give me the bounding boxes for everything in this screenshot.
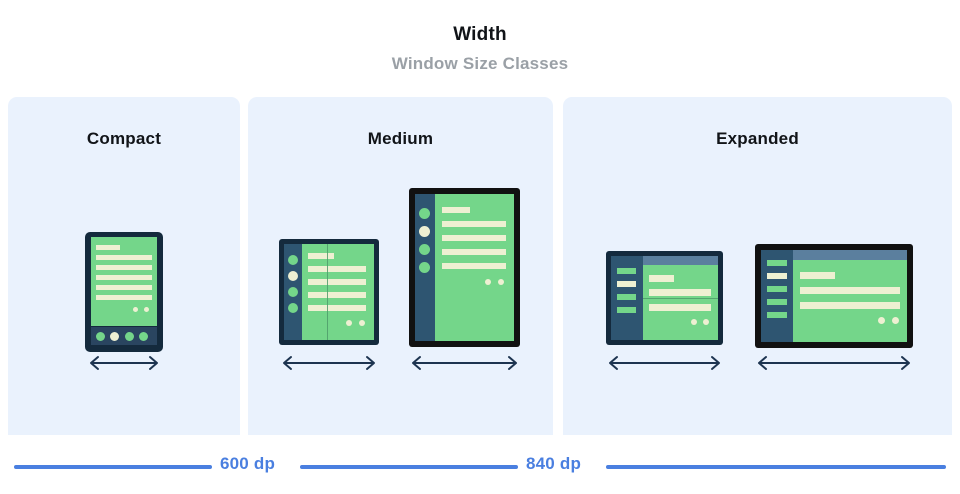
width-arrow-expanded-tablet <box>755 355 913 371</box>
width-arrow-expanded-foldable <box>606 355 723 371</box>
ruler-segment-expanded <box>606 465 946 469</box>
content-line <box>649 304 711 311</box>
foldable-nav-rail <box>284 244 302 340</box>
content-dot <box>892 317 899 324</box>
rail-dot <box>288 287 298 297</box>
content-line <box>96 285 152 290</box>
rail-dot <box>419 208 430 219</box>
content-line <box>649 275 674 282</box>
device-medium-tablet <box>409 188 520 347</box>
breakpoint-label-600: 600 dp <box>220 454 276 473</box>
content-dot <box>498 279 504 285</box>
fold-crease-horizontal <box>643 298 718 299</box>
device-compact-phone <box>85 232 163 352</box>
content-line <box>800 302 900 309</box>
page-subtitle: Window Size Classes <box>391 54 569 73</box>
content-dot <box>346 320 352 326</box>
ruler-segment-medium <box>300 465 518 469</box>
phone-screen <box>91 237 157 326</box>
ruler-segment-compact <box>14 465 212 469</box>
rail-dot <box>419 244 430 255</box>
content-line <box>308 253 334 259</box>
content-line <box>96 275 152 280</box>
rail-bar-active <box>617 281 636 287</box>
content-line <box>442 221 506 227</box>
content-line <box>96 255 152 260</box>
rail-bar <box>767 260 787 266</box>
rail-bar <box>767 286 787 292</box>
rail-dot <box>288 303 298 313</box>
content-line <box>442 263 506 269</box>
breakpoint-ruler: 600 dp 840 dp <box>0 452 960 482</box>
width-arrow-compact <box>87 355 161 371</box>
content-dot <box>359 320 365 326</box>
panel-label-expanded: Expanded <box>716 129 799 148</box>
nav-dot <box>125 332 134 341</box>
content-line <box>308 305 366 311</box>
tablet-screen <box>435 194 514 341</box>
page-title: Width <box>453 24 507 45</box>
rail-bar <box>767 299 787 305</box>
rail-bar <box>617 268 636 274</box>
content-line <box>308 266 366 272</box>
foldable-nav-rail <box>611 256 643 340</box>
content-dot <box>691 319 697 325</box>
content-dot <box>703 319 709 325</box>
breakpoint-label-840: 840 dp <box>526 454 582 473</box>
rail-dot <box>419 262 430 273</box>
nav-dot <box>96 332 105 341</box>
rail-dot <box>288 255 298 265</box>
fold-crease-vertical <box>327 244 328 340</box>
phone-nav-bar <box>91 327 157 345</box>
panel-expanded: Expanded <box>563 97 952 435</box>
content-line <box>96 245 120 250</box>
content-line <box>442 235 506 241</box>
content-line <box>96 295 152 300</box>
rail-dot-active <box>288 271 298 281</box>
rail-bar-active <box>767 273 787 279</box>
app-top-bar <box>643 256 718 265</box>
width-arrow-medium-foldable <box>280 355 378 371</box>
rail-bar <box>767 312 787 318</box>
device-medium-foldable <box>279 239 379 345</box>
content-line <box>308 292 366 298</box>
panel-label-medium: Medium <box>367 129 434 148</box>
content-line <box>800 287 900 294</box>
device-expanded-tablet <box>755 244 913 348</box>
content-dot <box>485 279 491 285</box>
content-line <box>442 207 470 213</box>
foldable-screen <box>643 256 718 340</box>
content-dot <box>133 307 138 312</box>
width-arrow-medium-tablet <box>409 355 520 371</box>
rail-bar <box>617 307 636 313</box>
nav-dot <box>139 332 148 341</box>
rail-dot-active <box>419 226 430 237</box>
foldable-screen <box>302 244 374 340</box>
tablet-nav-rail <box>761 250 793 342</box>
content-dot <box>878 317 885 324</box>
panel-label-compact: Compact <box>86 129 162 148</box>
rail-bar <box>617 294 636 300</box>
tablet-nav-rail <box>415 194 435 341</box>
nav-dot-active <box>110 332 119 341</box>
content-line <box>800 272 835 279</box>
app-top-bar <box>793 250 907 260</box>
panel-compact: Compact <box>8 97 240 435</box>
content-line <box>308 279 366 285</box>
content-line <box>649 289 711 296</box>
tablet-screen <box>793 250 907 342</box>
content-line <box>96 265 152 270</box>
device-expanded-foldable <box>606 251 723 345</box>
panel-medium: Medium <box>248 97 553 435</box>
content-dot <box>144 307 149 312</box>
content-line <box>442 249 506 255</box>
